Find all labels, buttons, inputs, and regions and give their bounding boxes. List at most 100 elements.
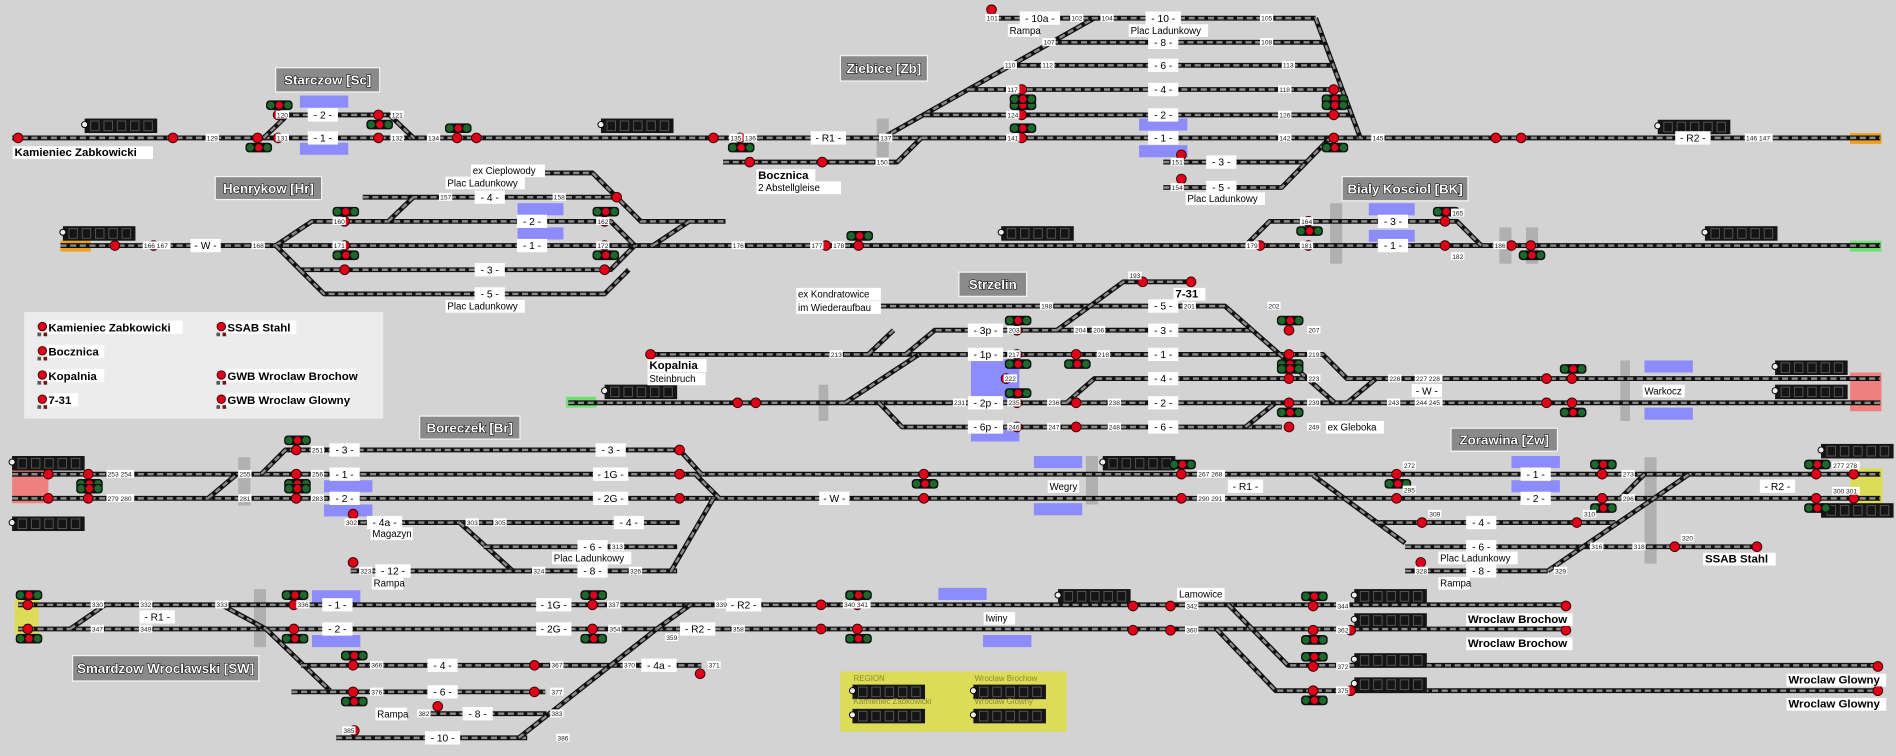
- track-label[interactable]: - 3 -: [1212, 158, 1230, 169]
- station-title[interactable]: Bialy Kosciol [BK]: [1341, 175, 1469, 202]
- station-title[interactable]: Starczow [Sc]: [275, 67, 381, 93]
- track-label[interactable]: - 1G -: [598, 470, 624, 481]
- track-label[interactable]: - 1 -: [328, 600, 346, 611]
- train-number-display[interactable]: [1350, 613, 1427, 628]
- signal-icon[interactable]: [708, 132, 719, 144]
- track-label[interactable]: - 3 -: [481, 265, 499, 276]
- signal-icon[interactable]: [1506, 240, 1517, 251]
- legend-item[interactable]: GWB Wroclaw Glowny: [216, 393, 351, 409]
- track-label[interactable]: - 2p -: [974, 398, 998, 409]
- train-number-display[interactable]: [1350, 677, 1427, 692]
- occupancy-marker[interactable]: [299, 142, 349, 155]
- signal-icon[interactable]: [373, 109, 384, 121]
- signal-head[interactable]: [332, 250, 360, 261]
- occupancy-marker[interactable]: [1511, 456, 1560, 469]
- signal-head[interactable]: [1169, 459, 1196, 470]
- signal-icon[interactable]: [744, 156, 756, 168]
- signal-icon[interactable]: [1560, 624, 1572, 636]
- signal-head[interactable]: [444, 123, 472, 134]
- signal-icon[interactable]: [674, 493, 685, 504]
- station-title[interactable]: Ziebice [Zb]: [839, 55, 929, 82]
- train-number-display[interactable]: [1350, 589, 1427, 604]
- signal-icon[interactable]: [1070, 349, 1082, 360]
- signal-icon[interactable]: [611, 191, 623, 203]
- signal-icon[interactable]: [1751, 541, 1763, 553]
- signal-icon[interactable]: [1872, 661, 1884, 672]
- signal-icon[interactable]: [82, 468, 94, 480]
- track-label[interactable]: - 4 -: [1154, 85, 1172, 96]
- signal-icon[interactable]: [22, 623, 34, 635]
- track-label[interactable]: - 1 -: [1384, 241, 1402, 252]
- track-label[interactable]: - 6 -: [1472, 542, 1490, 553]
- signal-icon[interactable]: [1328, 109, 1340, 121]
- signal-head[interactable]: [1559, 364, 1587, 374]
- signal-icon[interactable]: [529, 659, 540, 671]
- occupancy-marker[interactable]: [299, 95, 349, 108]
- signal-icon[interactable]: [1127, 624, 1139, 636]
- track-label[interactable]: - 1 -: [314, 134, 332, 145]
- train-number-display[interactable]: [1099, 456, 1176, 471]
- signal-head[interactable]: [845, 633, 872, 644]
- signal-head[interactable]: [1301, 591, 1328, 602]
- signal-head[interactable]: [1321, 100, 1349, 111]
- signal-head[interactable]: [1590, 503, 1617, 513]
- track-label[interactable]: - 3 -: [335, 446, 353, 457]
- track-label[interactable]: - R2 -: [731, 600, 757, 611]
- track-label[interactable]: - 8 -: [1472, 567, 1490, 578]
- signal-icon[interactable]: [1307, 661, 1319, 672]
- signal-icon[interactable]: [290, 493, 302, 504]
- signal-head[interactable]: [1590, 459, 1617, 470]
- signal-icon[interactable]: [1176, 493, 1187, 504]
- train-number-display[interactable]: [1350, 653, 1427, 668]
- occupancy-marker[interactable]: [1511, 480, 1560, 493]
- occupancy-marker[interactable]: [1033, 503, 1083, 516]
- signal-head[interactable]: [1064, 359, 1091, 369]
- signal-icon[interactable]: [339, 264, 350, 276]
- signal-head[interactable]: [1004, 388, 1032, 398]
- signal-head[interactable]: [1559, 407, 1587, 418]
- signal-icon[interactable]: [1391, 468, 1402, 480]
- occupancy-marker[interactable]: [1139, 145, 1188, 158]
- track-label[interactable]: - W -: [823, 494, 845, 505]
- signal-icon[interactable]: [347, 508, 359, 520]
- signal-icon[interactable]: [645, 349, 656, 360]
- legend-item[interactable]: Kopalnia: [37, 368, 105, 385]
- occupancy-marker[interactable]: [1033, 456, 1083, 469]
- track-label[interactable]: - 6 -: [583, 542, 601, 553]
- track-label[interactable]: - R2 -: [1680, 134, 1706, 145]
- signal-icon[interactable]: [1283, 397, 1295, 409]
- signal-icon[interactable]: [451, 132, 463, 144]
- track-label[interactable]: - 2 -: [1527, 494, 1545, 505]
- signal-icon[interactable]: [851, 623, 863, 635]
- track-label[interactable]: - 2G -: [541, 625, 567, 636]
- signal-icon[interactable]: [1127, 600, 1139, 612]
- signal-head[interactable]: [1004, 359, 1032, 369]
- signal-head[interactable]: [76, 483, 103, 494]
- signal-icon[interactable]: [1415, 557, 1427, 568]
- signal-icon[interactable]: [1416, 517, 1428, 528]
- signal-head[interactable]: [592, 206, 620, 217]
- signal-icon[interactable]: [694, 668, 706, 680]
- signal-icon[interactable]: [1596, 493, 1608, 504]
- signal-icon[interactable]: [1307, 624, 1319, 636]
- train-number-display[interactable]: [81, 118, 158, 134]
- signal-icon[interactable]: [347, 557, 359, 568]
- signal-icon[interactable]: [750, 397, 762, 409]
- signal-icon[interactable]: [1070, 397, 1082, 409]
- signal-icon[interactable]: [674, 444, 685, 456]
- train-number-display[interactable]: [1701, 226, 1778, 241]
- legend-item[interactable]: Bocznica: [37, 344, 105, 361]
- signal-icon[interactable]: [599, 264, 610, 276]
- signal-head[interactable]: [340, 696, 368, 707]
- track-label[interactable]: - R1 -: [144, 613, 170, 624]
- track-label[interactable]: - 8 -: [1154, 38, 1172, 49]
- signal-icon[interactable]: [471, 132, 482, 144]
- signal-icon[interactable]: [1525, 240, 1537, 251]
- signal-head[interactable]: [911, 479, 939, 489]
- station-title[interactable]: Boreczek [Br]: [418, 415, 521, 440]
- track-label[interactable]: - R1 -: [1233, 482, 1259, 493]
- occupancy-marker[interactable]: [1368, 203, 1415, 216]
- track-label[interactable]: - R2 -: [1765, 482, 1791, 493]
- signal-head[interactable]: [846, 231, 874, 241]
- signal-icon[interactable]: [290, 444, 302, 456]
